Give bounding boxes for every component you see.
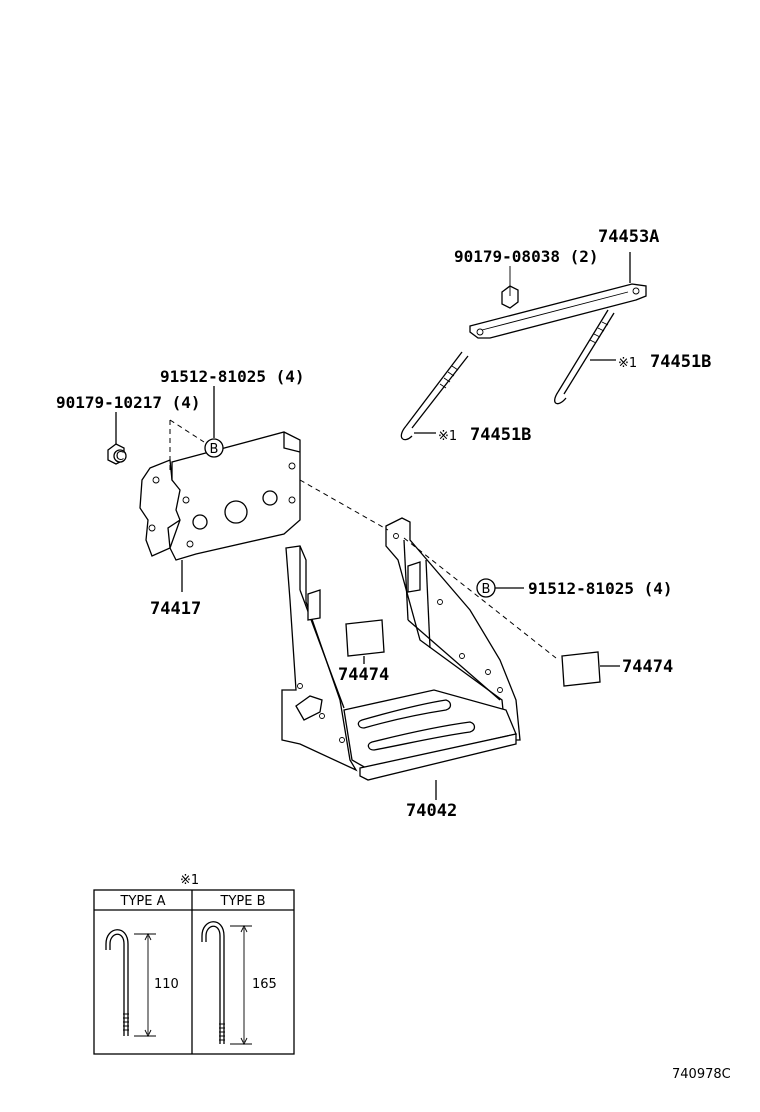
ref-mark-right: ※1 xyxy=(618,356,637,371)
label-tray: 74042 xyxy=(406,801,457,821)
svg-text:C: C xyxy=(116,449,124,463)
type-a-bolt: 110 xyxy=(105,929,179,1038)
battery-tray[interactable] xyxy=(281,517,521,800)
type-b-bolt: 165 xyxy=(201,921,277,1046)
table-ref-mark: ※1 xyxy=(180,873,199,888)
label-bracket: 74417 xyxy=(150,599,201,619)
table-header-type-a: TYPE A xyxy=(120,894,166,909)
label-hold-down-clamp: 74453A xyxy=(598,227,659,247)
table-header-type-b: TYPE B xyxy=(220,894,266,909)
svg-text:B: B xyxy=(210,442,219,457)
hook-bolt-right[interactable] xyxy=(554,309,616,405)
pad-center[interactable] xyxy=(345,619,385,664)
label-bracket-bolt: 91512-81025 (4) xyxy=(160,367,305,386)
clamp-nut[interactable] xyxy=(501,266,519,309)
bracket[interactable] xyxy=(139,431,301,592)
svg-text:B: B xyxy=(482,582,491,597)
bracket-tray-leader xyxy=(299,479,389,531)
diagram-code: 740978C xyxy=(672,1067,731,1082)
label-pad-right: 74474 xyxy=(622,657,673,677)
type-a-dimension: 110 xyxy=(154,977,179,992)
hook-bolt-left[interactable] xyxy=(400,351,469,441)
label-tray-bolt: 91512-81025 (4) xyxy=(528,579,673,598)
ref-mark-left: ※1 xyxy=(438,429,457,444)
bolt-type-table: ※1 TYPE A TYPE B 110 165 xyxy=(93,873,295,1055)
marker-b-top: B xyxy=(169,386,224,470)
label-pad-center: 74474 xyxy=(338,665,389,685)
label-bracket-nut: 90179-10217 (4) xyxy=(56,393,201,412)
marker-c: C xyxy=(113,449,127,463)
type-b-dimension: 165 xyxy=(252,977,277,992)
hold-down-clamp[interactable] xyxy=(469,252,647,339)
label-clamp-nut: 90179-08038 (2) xyxy=(454,247,599,266)
pad-right[interactable] xyxy=(561,651,620,687)
label-bolt-right: 74451B xyxy=(650,352,711,372)
label-bolt-left: 74451B xyxy=(470,425,531,445)
marker-b-mid: B xyxy=(476,578,524,598)
